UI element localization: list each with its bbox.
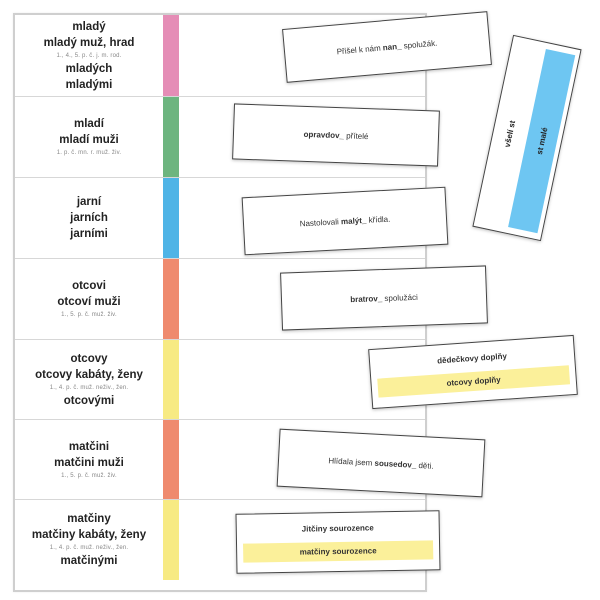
yellow-card-2-bottom: matčiny sourozence (243, 539, 434, 563)
grammar-note: 1. p. č. mn. r. muž. živ. (56, 150, 122, 156)
word-form: otcovými (63, 394, 115, 407)
word-form: mladých (65, 62, 113, 75)
row-forms: matčiny matčiny kabáty, ženy 1., 4. p. č. … (15, 500, 163, 580)
word-form: mladý muž, hrad (43, 36, 135, 49)
grammar-note: 1., 5. p. č. muž. živ. (61, 312, 117, 318)
table-row: jarní jarních jarními (15, 178, 425, 259)
grammar-note: 1., 4., 5. p. č. j. m. rod. (56, 52, 122, 59)
word-form: mladý (72, 20, 106, 33)
word-form: matčini muži (54, 456, 124, 469)
card-text-1: Přišel k nám nan_ spolužák. (336, 38, 438, 56)
card-text-5: Hlídala jsem sousedov_ děti. (328, 455, 434, 471)
color-stripe (163, 178, 179, 258)
card-text-4: bratrov_ spolužáci (350, 292, 418, 304)
word-form: matčiny kabáty, ženy (31, 529, 147, 541)
word-card-5[interactable]: Hlídala jsem sousedov_ děti. (276, 428, 486, 498)
word-form: mladí (73, 118, 105, 130)
card-text-3: Nastolovali malýt_ křídla. (299, 214, 391, 228)
side-strip[interactable]: všelí st st malé (472, 34, 582, 242)
word-form: otcovy kabáty, ženy (35, 368, 143, 381)
table-row: otcovi otcoví muži 1., 5. p. č. muž. živ. (15, 259, 425, 340)
word-form: matčini (68, 440, 110, 453)
word-form: otcoví muži (57, 296, 121, 308)
row-forms: otcovi otcoví muži 1., 5. p. č. muž. živ. (15, 259, 163, 339)
row-forms: otcovy otcovy kabáty, ženy 1., 4. p. č. mu… (15, 340, 163, 419)
side-strip-blue-text: st malé (534, 126, 549, 156)
yellow-card-1[interactable]: dědečkovy doplňy otcovy doplňy (368, 334, 578, 410)
yellow-card-2-top: Jitčiny sourozence (301, 522, 374, 534)
word-form: matčiny (67, 513, 111, 525)
word-card-2[interactable]: opravdov_ přítelé (232, 103, 440, 167)
grammar-note: 1., 4. p. č. muž. neživ., žen. (49, 384, 129, 391)
color-stripe (163, 340, 179, 419)
color-stripe (163, 420, 179, 499)
yellow-card-2[interactable]: Jitčiny sourozence matčiny sourozence (235, 510, 441, 574)
word-form: matčinými (60, 555, 118, 567)
word-form: mladými (65, 78, 113, 91)
color-stripe (163, 15, 179, 96)
color-stripe (163, 259, 179, 339)
word-form: jarních (70, 212, 108, 224)
color-stripe (163, 500, 179, 580)
word-card-4[interactable]: bratrov_ spolužáci (280, 265, 488, 331)
word-form: jarními (70, 228, 108, 240)
card-text-2: opravdov_ přítelé (303, 129, 369, 141)
row-forms: mladý mladý muž, hrad 1., 4., 5. p. č. j. … (15, 15, 163, 96)
yellow-card-1-bottom: otcovy doplňy (377, 364, 571, 398)
word-form: mladí muži (59, 134, 119, 146)
table-row: mladý mladý muž, hrad 1., 4., 5. p. č. j. … (15, 15, 425, 97)
word-card-3[interactable]: Nastolovali malýt_ křídla. (241, 186, 449, 256)
yellow-card-1-top: dědečkovy doplňy (436, 351, 508, 365)
word-form: jarní (76, 196, 102, 208)
grammar-note: 1., 4. p. č. muž. neživ., žen. (49, 545, 129, 551)
table-row: mladí mladí muži 1. p. č. mn. r. muž. živ. (15, 97, 425, 178)
table-row: matčini matčini muži 1., 5. p. č. muž. živ… (15, 420, 425, 500)
row-forms: matčini matčini muži 1., 5. p. č. muž. živ… (15, 420, 163, 499)
word-form: otcovi (72, 280, 106, 292)
color-stripe (163, 97, 179, 177)
table-row: matčiny matčiny kabáty, ženy 1., 4. p. č. … (15, 500, 425, 580)
word-form: otcovy (70, 352, 108, 365)
row-forms: mladí mladí muži 1. p. č. mn. r. muž. živ. (15, 97, 163, 177)
grammar-note: 1., 5. p. č. muž. živ. (61, 472, 117, 479)
side-strip-white-text: všelí st (502, 120, 517, 149)
row-forms: jarní jarních jarními (15, 178, 163, 258)
table-row: otcovy otcovy kabáty, ženy 1., 4. p. č. mu… (15, 340, 425, 420)
